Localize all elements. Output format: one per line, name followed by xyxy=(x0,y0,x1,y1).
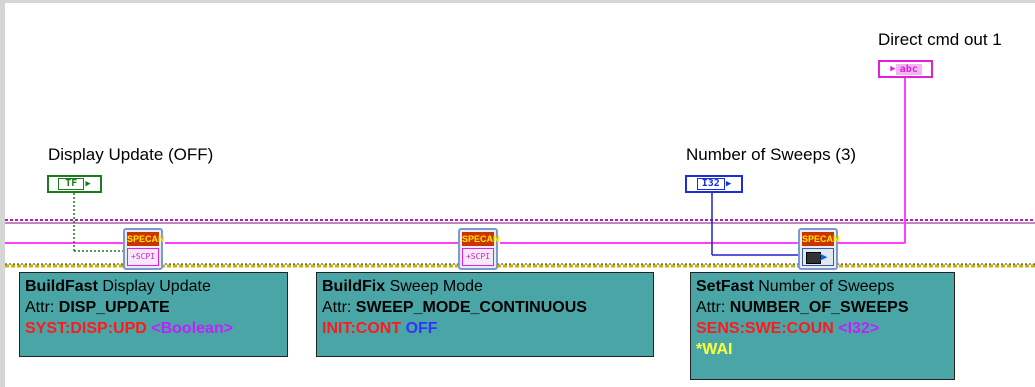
note-scpi-command: SENS:SWE:COUN xyxy=(696,320,834,337)
string-type-icon: abc xyxy=(895,63,922,75)
note-scpi-type: <Boolean> xyxy=(151,320,234,337)
note-setfast-number-of-sweeps: SetFast Number of Sweeps Attr: NUMBER_OF… xyxy=(690,272,955,380)
command-string-wire xyxy=(5,78,906,244)
note-scpi-value: OFF xyxy=(405,320,438,337)
note-title: Sweep Mode xyxy=(389,278,483,295)
display-update-boolean-control[interactable]: TF ▶ xyxy=(47,175,102,193)
direct-cmd-out-label: Direct cmd out 1 xyxy=(878,30,1002,49)
note-scpi-command: SYST:DISP:UPD xyxy=(25,320,147,337)
send-arrow-icon: ➤ xyxy=(818,250,829,264)
number-of-sweeps-i32-control[interactable]: I32 ▶ xyxy=(685,175,743,193)
i32-wire xyxy=(711,193,800,256)
note-attr-prefix: Attr: xyxy=(322,299,352,316)
note-title: Display Update xyxy=(102,278,211,295)
specan-banner: SPECAN xyxy=(462,232,500,246)
input-arrow-icon: ▶ xyxy=(890,64,896,74)
note-attr-prefix: Attr: xyxy=(25,299,55,316)
frame-top-edge xyxy=(0,0,1035,3)
output-arrow-icon: ▶ xyxy=(85,179,91,189)
scpi-icon: +SCPI xyxy=(462,248,494,266)
note-op: BuildFix xyxy=(322,278,386,295)
note-op: SetFast xyxy=(696,278,754,295)
frame-left-edge xyxy=(0,0,5,387)
note-attr-prefix: Attr: xyxy=(696,299,726,316)
instrument-send-icon: ➤ xyxy=(802,248,834,266)
buildfast-display-update-vi[interactable]: SPECAN +SCPI xyxy=(123,228,165,270)
display-update-label: Display Update (OFF) xyxy=(48,145,214,164)
number-of-sweeps-label: Number of Sweeps (3) xyxy=(686,145,857,164)
note-title: Number of Sweeps xyxy=(758,278,895,295)
scpi-icon: +SCPI xyxy=(127,248,159,266)
note-attr: DISP_UPDATE xyxy=(58,299,170,316)
note-attr: NUMBER_OF_SWEEPS xyxy=(729,299,909,316)
instrument-screen-icon xyxy=(806,252,821,264)
note-scpi-type: <I32> xyxy=(838,320,880,337)
note-attr: SWEEP_MODE_CONTINUOUS xyxy=(355,299,587,316)
note-buildfast-display-update: BuildFast Display Update Attr: DISP_UPDA… xyxy=(19,272,288,357)
setfast-number-of-sweeps-vi[interactable]: SPECAN ➤ xyxy=(798,228,840,270)
output-arrow-icon: ▶ xyxy=(725,179,732,189)
specan-banner: SPECAN xyxy=(127,232,165,246)
note-scpi-command: INIT:CONT xyxy=(322,320,402,337)
boolean-type-icon: TF xyxy=(58,178,85,190)
session-wire xyxy=(5,219,1035,224)
boolean-wire xyxy=(73,193,125,252)
specan-banner: SPECAN xyxy=(802,232,840,246)
error-wire xyxy=(5,263,1035,268)
note-op: BuildFast xyxy=(25,278,98,295)
direct-cmd-out-string-indicator[interactable]: ▶ abc xyxy=(878,60,933,78)
buildfix-sweep-mode-vi[interactable]: SPECAN +SCPI xyxy=(458,228,500,270)
i32-type-icon: I32 xyxy=(696,178,725,190)
note-wait-command: *WAI xyxy=(696,341,733,358)
note-buildfix-sweep-mode: BuildFix Sweep Mode Attr: SWEEP_MODE_CON… xyxy=(316,272,654,357)
